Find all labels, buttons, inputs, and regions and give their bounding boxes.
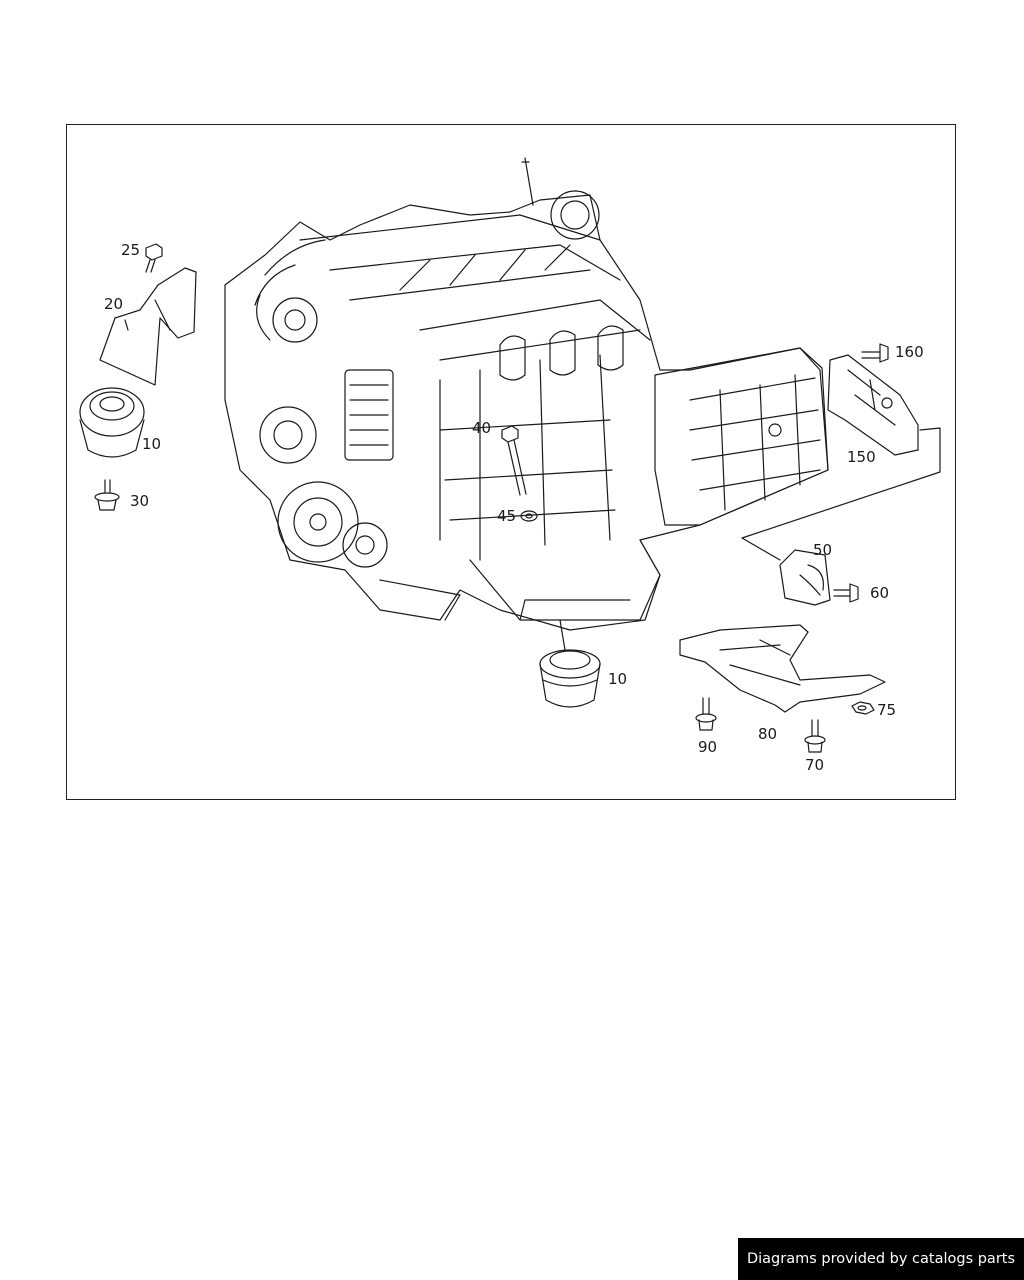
bolt-70-part [804,719,826,753]
callout-10-left: 10 [142,435,162,453]
callout-30: 30 [130,492,150,510]
callout-160: 160 [895,343,924,361]
callout-40: 40 [472,419,492,437]
bolt-90-part [695,697,717,731]
bolt-160-part [861,343,889,363]
bolt-25-part [145,243,163,273]
callout-75: 75 [877,701,897,719]
callout-25: 25 [121,241,141,259]
bolt-60-part [833,583,859,603]
diagram-frame [66,124,956,800]
washer-45-part [520,510,538,522]
callout-150: 150 [847,448,876,466]
bracket-150-part [741,354,941,561]
callout-50: 50 [813,541,833,559]
callout-10-bottom: 10 [608,670,628,688]
bolt-40-part [501,425,527,496]
attribution-banner: Diagrams provided by catalogs parts [738,1238,1024,1280]
engine-mount-10-bottom-part [539,619,601,708]
transmission-mount-50-part [779,549,831,606]
callout-80: 80 [758,725,778,743]
crossmember-80-part [679,624,886,713]
bolt-30-part [94,479,120,511]
callout-20: 20 [104,295,124,313]
nut-75-part [851,701,875,715]
engine-assembly-illustration [224,157,829,631]
callout-60: 60 [870,584,890,602]
engine-mount-10-left-part [79,387,145,458]
callout-90: 90 [698,738,718,756]
heat-shield-20-part [99,267,197,386]
callout-70: 70 [805,756,825,774]
callout-45: 45 [497,507,517,525]
